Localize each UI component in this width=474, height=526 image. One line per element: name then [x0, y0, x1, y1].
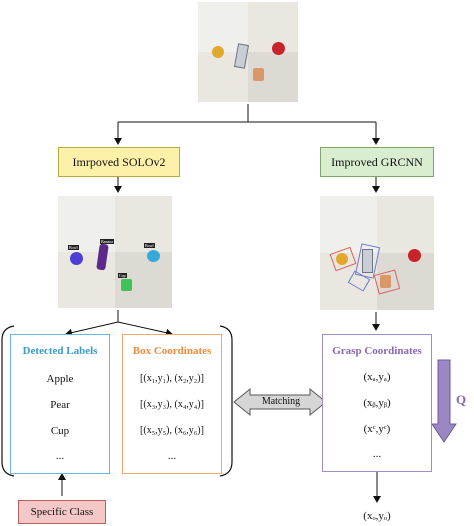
detected-labels-panel: Detected Labels Apple Pear Cup ... [10, 334, 110, 474]
seg-bowl-mask [70, 252, 83, 265]
apple-object [272, 42, 285, 55]
grasp-photo [320, 196, 434, 310]
box-coordinate-item: [(x₁,y₁), (x₂,y₂)] [140, 373, 204, 384]
grasp-bottle [362, 249, 373, 273]
box-coordinates-panel: Box Coordinates [(x₁,y₁), (x₂,y₂)] [(x₃,… [122, 334, 222, 474]
seg-banana-label: Banana [100, 239, 114, 244]
detected-label-item: Pear [50, 399, 70, 411]
segmentation-photo: Bowl Banana Bowl Cup [58, 196, 172, 308]
right-bracket [219, 325, 233, 477]
detected-label-item: Apple [46, 373, 74, 385]
seg-bowl2-mask [147, 250, 160, 262]
solov2-module: Imrpoved SOLOv2 [58, 147, 180, 177]
arrow-to-detected [65, 321, 119, 337]
box-coordinate-item: [(x₅,y₅), (x₆,y₆)] [140, 425, 204, 436]
grcnn-label: Improved GRCNN [331, 154, 423, 169]
grasp-coordinates-panel: Grasp Coordinates (xₐ,yₐ) (xᵦ,yᵦ) (xᶜ,yᶜ… [322, 334, 432, 472]
top-scene-photo [198, 2, 298, 102]
cup-object [253, 68, 264, 81]
box-coordinate-item: ... [167, 450, 177, 462]
detected-label-item: ... [55, 450, 65, 462]
specific-class-box: Specific Class [18, 500, 106, 524]
box-coordinate-item: [(x₃,y₃), (x₄,y₄)] [140, 399, 204, 410]
seg-bowl2-label: Bowl [144, 243, 155, 248]
seg-bowl-label: Bowl [68, 245, 79, 250]
detected-labels-title: Detected Labels [22, 345, 98, 357]
seg-cup-label: Cup [118, 273, 127, 278]
grasp-apple [408, 249, 421, 262]
lemon-object [212, 46, 224, 58]
specific-class-label: Specific Class [30, 506, 94, 518]
grasp-lemon [336, 253, 348, 265]
detected-label-item: Cup [50, 425, 70, 437]
grasp-coordinate-item: (xᵦ,yᵦ) [363, 397, 391, 409]
grasp-coordinate-item: ... [372, 448, 382, 460]
grasp-coordinate-item: (xᶜ,yᶜ) [363, 423, 391, 435]
solov2-label: Imrpoved SOLOv2 [72, 154, 166, 169]
q-label: Q [456, 392, 467, 407]
arrow-to-boxcoords [117, 321, 173, 337]
box-coordinates-title: Box Coordinates [132, 345, 212, 357]
left-bracket [1, 325, 15, 477]
q-arrow [431, 359, 457, 443]
grasp-coordinate-item: (xₐ,yₐ) [363, 371, 391, 383]
seg-cup-mask [121, 279, 132, 291]
grcnn-module: Improved GRCNN [320, 147, 434, 177]
grasp-coordinates-title: Grasp Coordinates [332, 345, 422, 357]
matching-label: Matching [261, 396, 301, 407]
output-coordinate: (xₒ,yₒ) [363, 510, 391, 522]
grasp-cup [380, 275, 391, 288]
